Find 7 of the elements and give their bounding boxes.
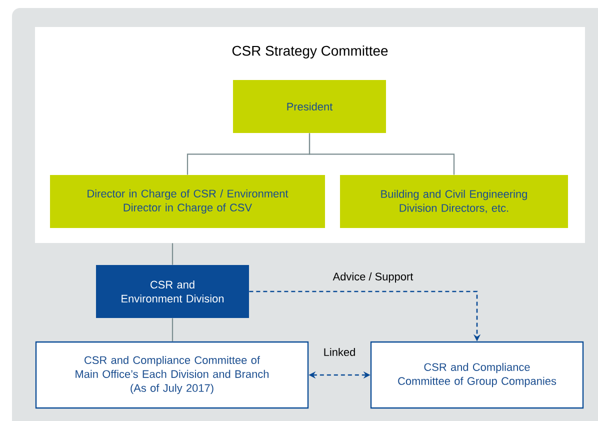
committee-box: CSR and Compliance Committee of Main Office’s Each Division and Branch (As of July 2017)	[35, 341, 309, 409]
role-box: President	[233, 80, 386, 133]
committee-box: CSR and Compliance Committee of Group Companies	[370, 341, 584, 409]
role-box: Director in Charge of CSR / Environment Director in Charge of CSV	[50, 175, 325, 228]
division-box: CSR and Environment Division	[96, 265, 249, 318]
role-box: Building and Civil Engineering Division Directors, etc.	[340, 175, 568, 228]
edge-label: Advice / Support	[332, 271, 414, 284]
